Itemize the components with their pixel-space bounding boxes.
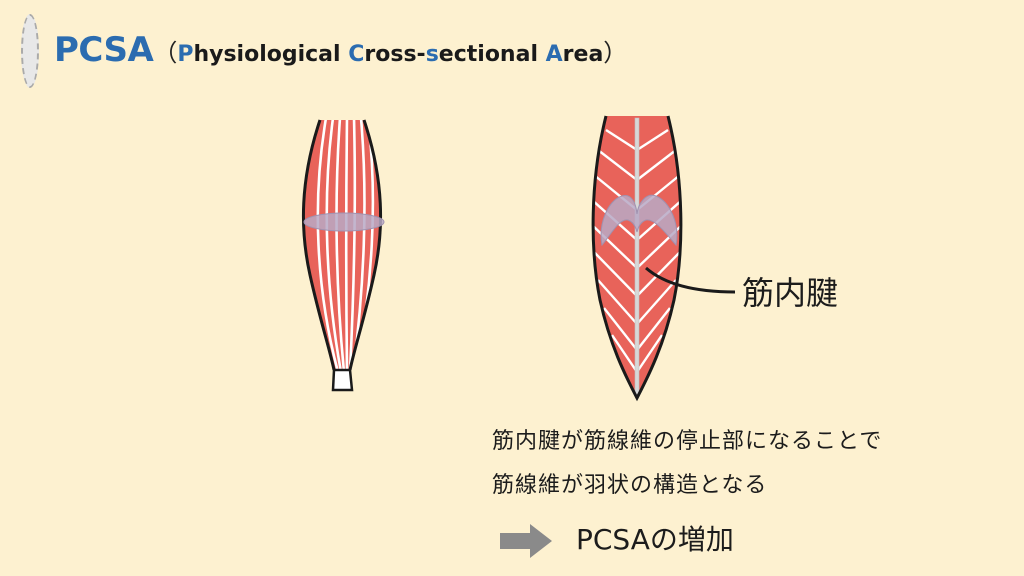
title-open-paren: （ (153, 39, 178, 67)
fusiform-tendon (331, 368, 354, 392)
title-word-cap: A (545, 42, 563, 67)
fusiform-muscle-body (303, 120, 381, 370)
title-word-rest: rea (562, 42, 604, 67)
pennate-muscle-outline (591, 115, 683, 402)
fusiform-cross-section (303, 212, 385, 232)
title-decoration (21, 14, 39, 88)
title-abbrev: PCSA (54, 30, 154, 70)
result-text: PCSAの増加 (576, 523, 734, 556)
title-word-rest: hysiological (193, 42, 349, 67)
title-word-rest: ross- (364, 42, 426, 67)
title-word-cap: P (177, 42, 194, 67)
description-line-2: 筋線維が羽状の構造となる (492, 473, 768, 498)
pennate-cross-section (600, 194, 678, 247)
tendon-label: 筋内腱 (742, 274, 839, 312)
title-word-rest: ectional (438, 42, 546, 67)
intramuscular-tendon (634, 117, 640, 396)
fusiform-muscle-outline (301, 119, 383, 371)
title-word-cap: s (425, 42, 439, 67)
title-word-cap: C (348, 42, 365, 67)
page-title: PCSA（Physiological Cross-sectional Area） (54, 30, 627, 70)
tendon-leader-line (645, 266, 736, 294)
right-arrow-icon (500, 524, 552, 558)
fusiform-muscle (301, 119, 385, 392)
pennate-muscle (591, 115, 683, 402)
title-close-paren: ） (603, 39, 628, 67)
description-line-1: 筋内腱が筋線維の停止部になることで (492, 429, 883, 454)
